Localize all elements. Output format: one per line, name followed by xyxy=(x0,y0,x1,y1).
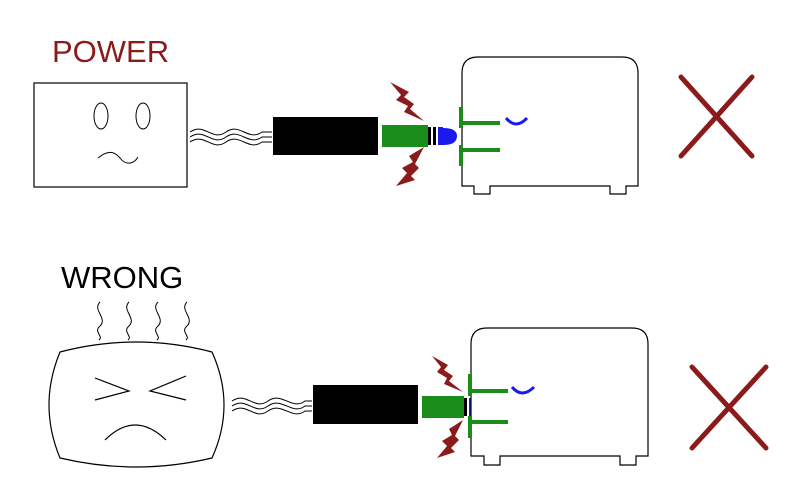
power-cable xyxy=(231,397,312,415)
device-body xyxy=(459,56,639,195)
spark-icon xyxy=(437,420,463,458)
panel-power: POWER xyxy=(33,34,755,195)
socket-contact xyxy=(504,116,529,126)
spark-icon xyxy=(432,356,463,392)
device-body xyxy=(468,327,649,466)
power-source-bloated xyxy=(48,341,225,468)
panel-label-wrong: WRONG xyxy=(61,260,183,295)
spark-icon xyxy=(390,82,424,121)
device-socket xyxy=(459,107,500,166)
heat-icon xyxy=(97,301,190,341)
spark-icon xyxy=(396,147,424,186)
power-adapter xyxy=(273,117,378,155)
cross-icon xyxy=(678,74,755,159)
power-plug xyxy=(382,125,457,147)
socket-contact xyxy=(510,385,536,395)
device-socket xyxy=(468,374,508,438)
power-adapter xyxy=(313,385,418,424)
panel-wrong: WRONG xyxy=(48,260,769,468)
power-source-box xyxy=(33,82,188,188)
panel-label-power: POWER xyxy=(52,34,169,69)
cross-icon xyxy=(689,364,769,451)
power-cable xyxy=(189,128,272,146)
